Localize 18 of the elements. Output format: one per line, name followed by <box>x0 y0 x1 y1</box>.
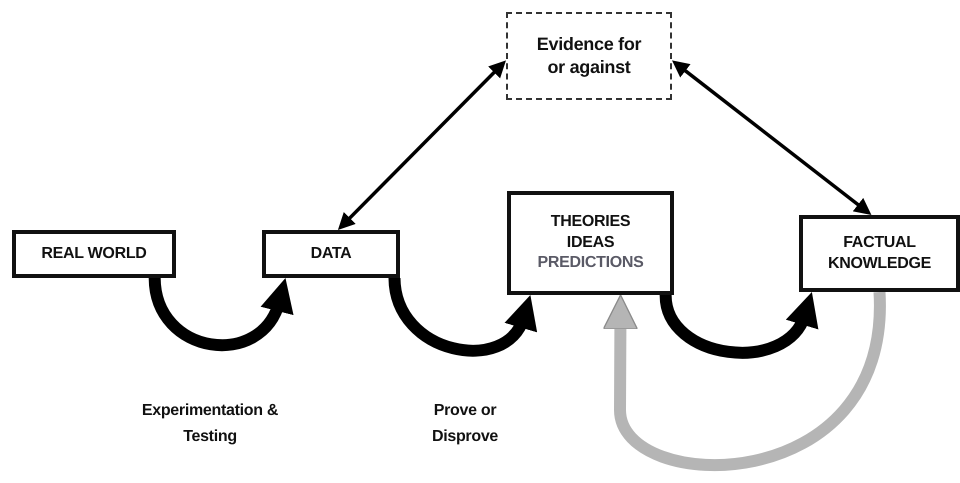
box-label: THEORIES <box>550 212 630 232</box>
box-label: FACTUAL KNOWLEDGE <box>826 232 932 274</box>
box-label: Evidence for or against <box>536 32 642 79</box>
concept-box <box>799 215 960 292</box>
arrow <box>672 60 872 215</box>
arrow <box>602 292 886 471</box>
box-label: PREDICTIONS <box>537 253 644 274</box>
box-label: IDEAS <box>566 232 614 253</box>
arrow <box>338 60 506 230</box>
concept-box <box>12 230 176 278</box>
arrow <box>388 277 535 357</box>
box-label: DATA <box>310 244 352 264</box>
arrow <box>660 293 816 359</box>
concept-box <box>507 191 674 295</box>
concept-box <box>262 230 400 278</box>
arrow <box>148 277 292 352</box>
dashed-box <box>506 12 672 100</box>
box-label: REAL WORLD <box>41 244 147 264</box>
